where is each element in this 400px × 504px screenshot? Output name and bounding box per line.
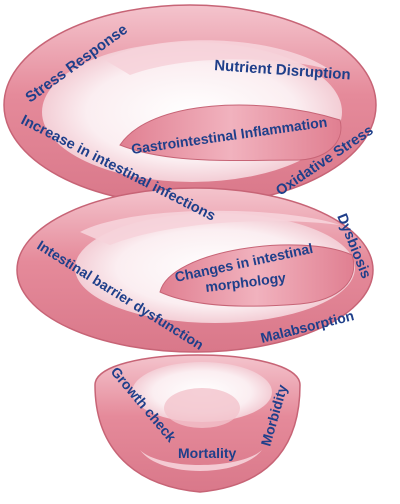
spiral-tier-3 xyxy=(94,354,301,493)
spiral-tier-2 xyxy=(16,187,374,353)
spiral-tier-1 xyxy=(3,4,377,206)
label-mortality: Mortality xyxy=(178,445,237,461)
